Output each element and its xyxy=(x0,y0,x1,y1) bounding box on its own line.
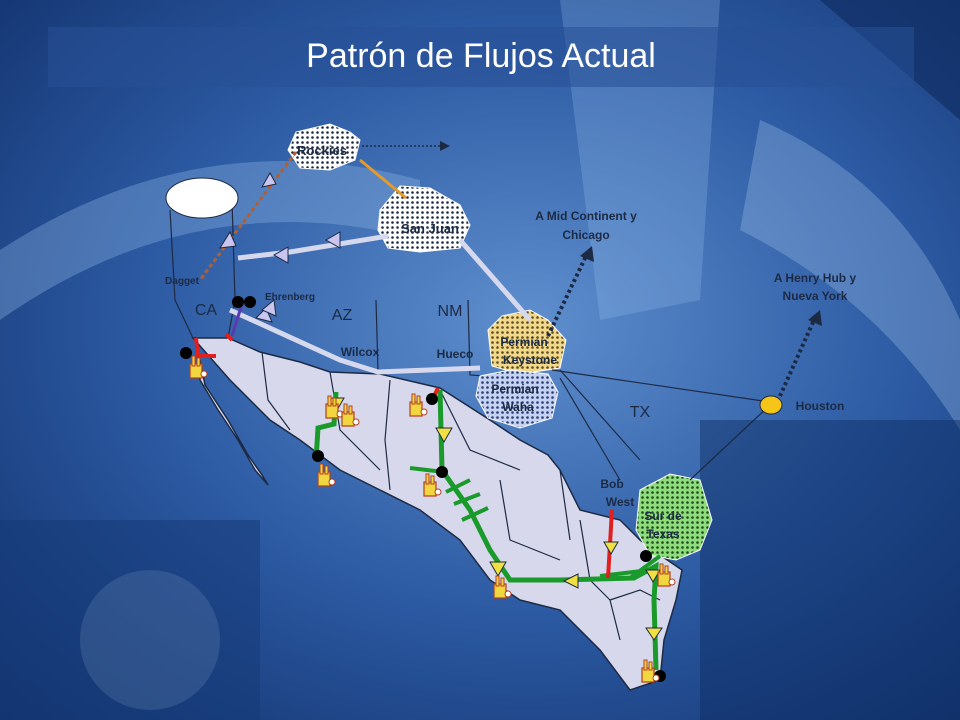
border-nodes xyxy=(180,296,666,682)
mexico-landmass xyxy=(191,337,683,691)
label-hueco: Hueco xyxy=(437,347,474,361)
california-terminal xyxy=(165,177,239,219)
label-permian-keystone-1: Permian xyxy=(500,335,547,349)
export-arrow-midcontinent xyxy=(546,255,588,337)
pipeline-mx-chihuahua xyxy=(437,389,659,671)
us-flow-arrows xyxy=(219,171,341,323)
label-sur-de-texas-2: Texas xyxy=(646,527,679,541)
label-state-az: AZ xyxy=(332,307,353,324)
permian-keystone-basin xyxy=(487,309,567,375)
rockies-east-arrowhead xyxy=(440,141,450,151)
label-henryhub-1: A Henry Hub y xyxy=(774,271,857,285)
power-plant-icon xyxy=(189,355,208,379)
pipeline-permian-west xyxy=(228,238,532,375)
export-arrowhead-midcontinent xyxy=(580,246,594,262)
pipeline-sanjuan-west xyxy=(237,233,389,261)
label-wilcox: Wilcox xyxy=(341,345,380,359)
label-state-tx: TX xyxy=(630,404,651,421)
label-permian-keystone-2: Keystone xyxy=(503,353,557,367)
pipeline-ehrenberg-ca xyxy=(230,303,244,337)
label-san-juan: San Juan xyxy=(401,221,459,236)
power-plant-icon xyxy=(317,463,336,487)
export-arrowhead-henryhub xyxy=(808,310,822,326)
label-dagget: Dagget xyxy=(165,276,200,287)
label-bob-west-1: Bob xyxy=(600,477,623,491)
label-henryhub-2: Nueva York xyxy=(783,289,848,303)
label-rockies: Rockies xyxy=(297,143,347,158)
permian-waha-basin xyxy=(475,369,559,429)
pipeline-rockies-dagget xyxy=(198,151,298,281)
pipeline-houston-links xyxy=(551,369,771,481)
san-juan-basin xyxy=(377,185,471,253)
label-permian-waha-1: Permian xyxy=(491,382,538,396)
pipeline-rockies-link xyxy=(359,158,407,200)
label-bob-west-2: West xyxy=(606,495,634,509)
rockies-basin xyxy=(287,123,361,171)
label-sur-de-texas-1: Sur de xyxy=(644,509,682,523)
baja-california xyxy=(195,339,269,486)
label-ehrenberg: Ehrenberg xyxy=(265,292,315,303)
label-houston: Houston xyxy=(796,399,845,413)
label-state-nm: NM xyxy=(438,303,463,320)
houston-node xyxy=(759,395,783,415)
label-midcontinent-1: A Mid Continent y xyxy=(535,209,637,223)
label-midcontinent-2: Chicago xyxy=(562,228,609,242)
label-state-ca: CA xyxy=(195,302,218,319)
pipeline-mx-branches xyxy=(409,466,662,580)
sur-de-texas-basin xyxy=(635,473,713,561)
export-arrow-henryhub xyxy=(778,319,816,397)
page-title: Patrón de Flujos Actual xyxy=(306,37,656,75)
label-permian-waha-2: Waha xyxy=(502,400,534,414)
title-bar: Patrón de Flujos Actual xyxy=(48,27,914,87)
mexico-state-borders xyxy=(261,351,661,641)
